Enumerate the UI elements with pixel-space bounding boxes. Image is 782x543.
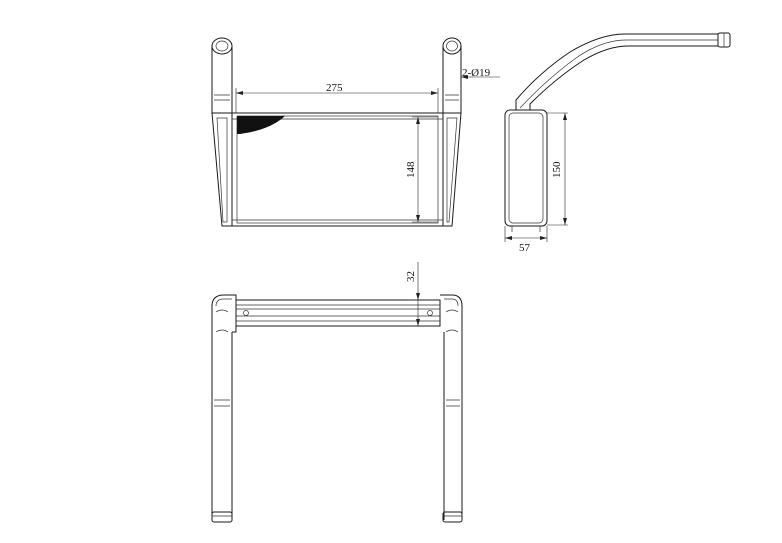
dimension-32 — [412, 262, 436, 327]
dimension-150 — [547, 112, 568, 226]
top-view: 32 — [211, 262, 463, 523]
radiator-core — [231, 112, 444, 227]
right-tank — [442, 112, 462, 227]
dimension-width-label: 275 — [326, 82, 343, 94]
left-tank — [211, 112, 233, 227]
top-core-strip — [235, 299, 441, 327]
dimension-core-height-label: 148 — [405, 161, 417, 178]
front-view: 275 148 2-Ø19 — [211, 37, 500, 227]
top-right-tank-and-tube — [440, 294, 463, 523]
dimension-depth-label: 57 — [519, 242, 531, 254]
dimension-thickness-label: 32 — [405, 271, 417, 282]
side-outlet-pipe — [515, 32, 731, 110]
dimension-57 — [504, 226, 548, 242]
tube-spec-label: 2-Ø19 — [462, 67, 491, 79]
dimension-total-height-label: 150 — [551, 161, 563, 178]
right-inlet-tube — [442, 37, 462, 114]
dimension-148 — [412, 116, 438, 223]
tube-spec-leader — [461, 75, 500, 79]
dimension-275 — [235, 88, 439, 113]
core-shading — [237, 116, 285, 134]
left-inlet-tube — [211, 37, 233, 114]
side-body — [504, 109, 548, 232]
side-view: 150 57 — [504, 32, 731, 254]
top-left-tank-and-tube — [211, 294, 237, 523]
